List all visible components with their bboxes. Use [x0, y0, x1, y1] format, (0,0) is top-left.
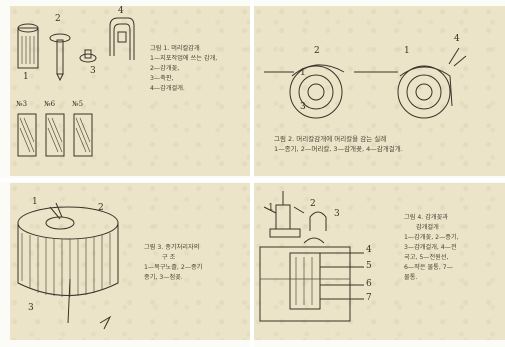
caption-line: 4—감개걸개.: [150, 85, 185, 92]
caption-line: 1—감개꽂, 2—증기,: [404, 234, 459, 241]
caption-line: 1—종기, 2—머리칼, 3—감개꽂, 4—감개걸개.: [274, 145, 403, 153]
figure-3-panel: 1 2 3 그림 3. 종기처리자의 구 조 1—목구노즐, 2—종기 종기, …: [10, 183, 250, 340]
fig3-label-3: 3: [28, 303, 34, 313]
caption-line: 3—감개걸개, 4—전: [404, 244, 457, 251]
figure-2-drawing: [264, 47, 467, 119]
figure-2-panel: 2 1 3 1 4 그림 2. 머리칼감개에 머리칼을 감는 실례 1—종기, …: [254, 6, 505, 176]
fig1-label-2: 2: [55, 14, 61, 24]
fig1-spool-label-b: №6: [44, 100, 56, 108]
fig2-label-1b: 1: [404, 46, 410, 56]
fig1-spool-label-a: №3: [16, 100, 28, 108]
fig4-label-4: 4: [366, 245, 372, 255]
fig1-label-1: 1: [23, 72, 29, 82]
fig4-label-2: 2: [310, 199, 316, 209]
fig2-label-2: 2: [314, 46, 320, 56]
fig3-label-1: 1: [32, 197, 38, 207]
caption-line: 3—축판,: [150, 75, 174, 82]
fig4-label-6: 6: [366, 279, 372, 289]
figure-4-caption: 그림 4. 감개꽂과 감개걸개 1—감개꽂, 2—증기, 3—감개걸개, 4—전…: [404, 213, 459, 283]
caption-line: 구 조: [162, 254, 176, 261]
fig4-label-5: 5: [366, 261, 372, 271]
caption-line: 국고, 5—전원선,: [404, 254, 449, 261]
figure-1-caption: 그림 1. 머리칼감개 1—지포작업에 쓰는 감개, 2—감개꽂, 3—축판, …: [150, 44, 217, 94]
caption-line: 1—지포작업에 쓰는 감개,: [150, 55, 218, 62]
caption-line: 그림 1. 머리칼감개: [150, 45, 200, 52]
fig4-label-3: 3: [334, 209, 340, 219]
vertical-divider: [250, 0, 254, 347]
caption-line: 물통.: [404, 274, 418, 281]
fig4-label-7: 7: [366, 293, 372, 303]
fig4-label-1: 1: [268, 203, 274, 213]
caption-line: 감개걸개: [416, 224, 439, 231]
fig2-label-3: 3: [300, 102, 306, 112]
fig1-spool-label-c: №5: [72, 100, 84, 108]
figure-4-panel: 2 1 3 4 5 6 7 그림 4. 감개꽂과 감개걸개 1—감개꽂, 2—증…: [254, 183, 505, 340]
fig2-label-4: 4: [454, 34, 460, 44]
caption-line: 2—감개꽂,: [150, 65, 180, 72]
caption-line: 그림 2. 머리칼감개에 머리칼을 감는 실례: [274, 135, 387, 143]
figure-1-panel: 1 2 3 4 №3 №6 №5 그림 1. 머리칼감개 1—지포작업에 쓰는 …: [10, 6, 250, 176]
fig3-label-2: 2: [98, 203, 104, 213]
caption-line: 종기, 3—점꽂.: [144, 274, 183, 281]
figure-2-caption: 그림 2. 머리칼감개에 머리칼을 감는 실례 1—종기, 2—머리칼, 3—감…: [274, 134, 403, 154]
figure-1-drawing: [17, 17, 135, 157]
fig1-label-4: 4: [118, 6, 124, 16]
caption-line: 1—목구노즐, 2—종기: [144, 264, 203, 271]
fig1-label-3: 3: [90, 66, 96, 76]
figure-3-caption: 그림 3. 종기처리자의 구 조 1—목구노즐, 2—종기 종기, 3—점꽂.: [144, 243, 202, 283]
caption-line: 6—작은 물통, 7—: [404, 264, 453, 271]
figure-3-drawing: [17, 202, 119, 330]
figure-4-drawing: [259, 191, 364, 322]
fig2-label-1: 1: [300, 68, 306, 78]
caption-line: 그림 3. 종기처리자의: [144, 244, 200, 251]
caption-line: 그림 4. 감개꽂과: [404, 214, 448, 221]
